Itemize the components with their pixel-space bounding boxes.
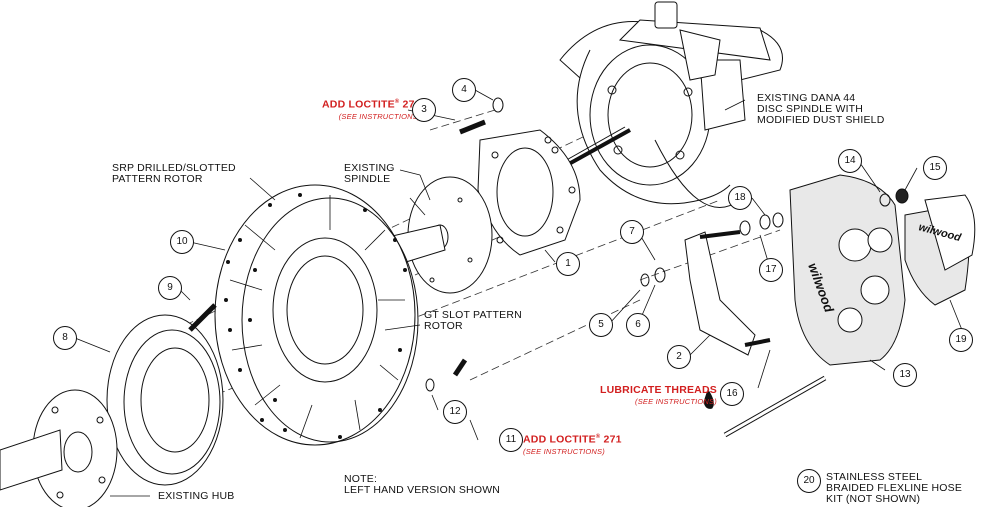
label-hose-kit: STAINLESS STEEL BRAIDED FLEXLINE HOSE KI… bbox=[826, 471, 963, 505]
callout-10: 10 bbox=[170, 230, 194, 254]
label-existing-hub: EXISTING HUB bbox=[158, 490, 235, 502]
brake-hose bbox=[723, 375, 827, 438]
label-srp-rotor: SRP DRILLED/SLOTTED PATTERN ROTOR bbox=[112, 162, 236, 185]
callout-19: 19 bbox=[949, 328, 973, 352]
loctite-note-top: ADD LOCTITE® 271 (SEE INSTRUCTIONS) bbox=[322, 98, 421, 121]
dana-spindle bbox=[539, 1, 783, 208]
bolt-3 bbox=[459, 119, 486, 135]
callout-14: 14 bbox=[838, 149, 862, 173]
washer-4 bbox=[492, 97, 504, 113]
washer-12 bbox=[425, 378, 435, 392]
bolt-9 bbox=[188, 303, 217, 332]
nut-14-15 bbox=[879, 188, 909, 207]
callout-11: 11 bbox=[499, 428, 523, 452]
label-existing-spindle: EXISTING SPINDLE bbox=[344, 162, 395, 185]
callout-6: 6 bbox=[626, 313, 650, 337]
washers-17-18 bbox=[739, 212, 784, 236]
lube-drop-icon bbox=[703, 388, 714, 409]
callout-9: 9 bbox=[158, 276, 182, 300]
brake-pads bbox=[904, 194, 976, 306]
caliper bbox=[789, 174, 906, 366]
bracket-plate bbox=[477, 129, 581, 256]
existing-hub bbox=[0, 389, 118, 507]
callout-3: 3 bbox=[412, 98, 436, 122]
callout-4: 4 bbox=[452, 78, 476, 102]
callout-18: 18 bbox=[728, 186, 752, 210]
label-note: NOTE: LEFT HAND VERSION SHOWN bbox=[344, 473, 501, 496]
callout-13: 13 bbox=[893, 363, 917, 387]
callout-2: 2 bbox=[667, 345, 691, 369]
hat-ring bbox=[106, 314, 224, 486]
lubricate-note: LUBRICATE THREADS (SEE INSTRUCTIONS) bbox=[600, 384, 717, 407]
label-existing-dana: EXISTING DANA 44 DISC SPINDLE WITH MODIF… bbox=[757, 92, 885, 126]
callout-16: 16 bbox=[720, 382, 744, 406]
rotor-srp bbox=[214, 184, 419, 446]
caliper-bracket bbox=[684, 230, 771, 356]
label-gt-rotor: GT SLOT PATTERN ROTOR bbox=[424, 309, 522, 332]
callout-8: 8 bbox=[53, 326, 77, 350]
callout-5: 5 bbox=[589, 313, 613, 337]
washers-5-6 bbox=[640, 267, 666, 287]
callout-1: 1 bbox=[556, 252, 580, 276]
bolt-11 bbox=[452, 358, 468, 377]
callout-17: 17 bbox=[759, 258, 783, 282]
callout-7: 7 bbox=[620, 220, 644, 244]
callout-20: 20 bbox=[797, 469, 821, 493]
callout-15: 15 bbox=[923, 156, 947, 180]
loctite-note-bottom: ADD LOCTITE® 271 (SEE INSTRUCTIONS) bbox=[523, 433, 622, 456]
callout-12: 12 bbox=[443, 400, 467, 424]
